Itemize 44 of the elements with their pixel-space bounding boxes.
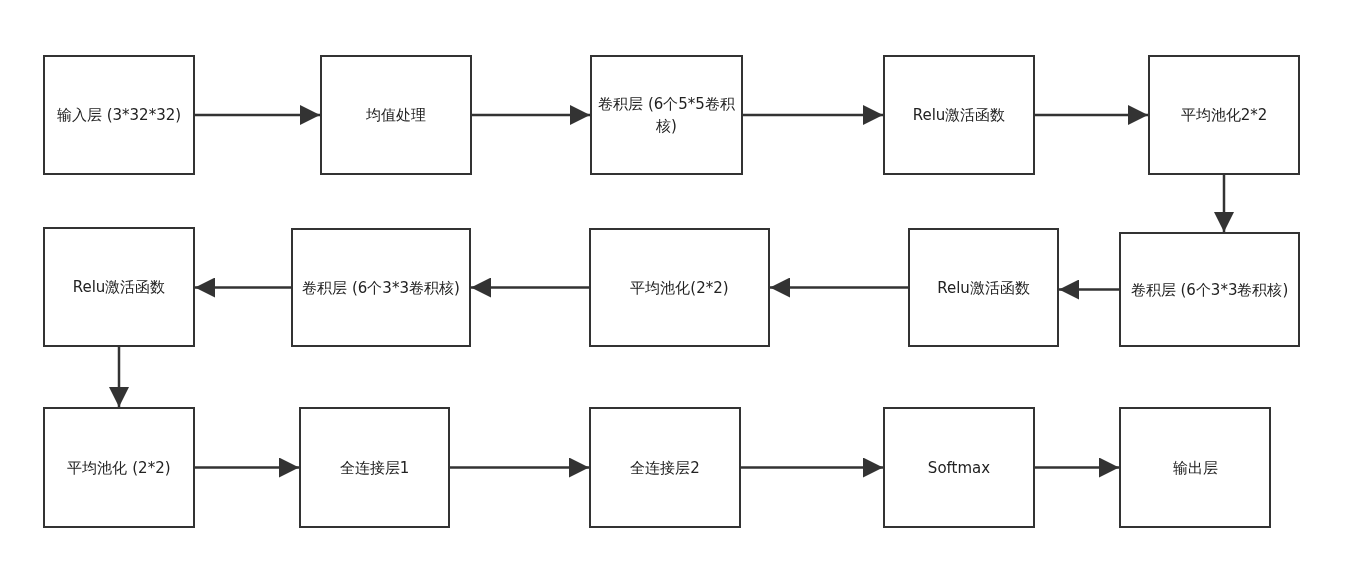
process-box	[320, 55, 472, 175]
arrow	[1035, 457, 1119, 478]
box-label: 均值处理	[365, 105, 427, 126]
box-label: 输出层	[1171, 457, 1219, 479]
box-label: Softmax	[926, 457, 992, 479]
process-box	[43, 407, 195, 528]
arrow	[195, 105, 320, 125]
box-label: 卷积层 (6个3*3卷积核)	[301, 277, 461, 299]
arrow	[741, 457, 883, 478]
arrow	[743, 105, 883, 125]
process-box	[590, 55, 743, 175]
box-label: 全连接层2	[629, 457, 701, 479]
arrow	[1059, 279, 1119, 300]
box-label: 卷积层 (6个5*5卷积核)	[597, 94, 736, 137]
box-label: 平均池化 (2*2)	[66, 457, 172, 479]
arrow	[1214, 175, 1234, 232]
process-box	[1148, 55, 1300, 175]
box-label: Relu激活函数	[911, 105, 1007, 126]
arrow	[195, 457, 299, 478]
arrow	[450, 457, 589, 478]
box-label: 全连接层1	[338, 457, 411, 479]
arrow	[109, 347, 129, 407]
box-label: 输入层 (3*32*32)	[55, 105, 183, 126]
process-box	[883, 407, 1035, 528]
box-label: Relu激活函数	[936, 277, 1031, 299]
process-box	[1119, 407, 1271, 528]
process-box	[1119, 232, 1300, 347]
arrow	[195, 277, 291, 298]
process-box	[291, 228, 471, 347]
arrow	[472, 105, 590, 125]
box-label: 平均池化2*2	[1179, 105, 1269, 126]
process-box	[589, 228, 770, 347]
process-box	[43, 55, 195, 175]
process-box	[299, 407, 450, 528]
process-box	[908, 228, 1059, 347]
arrow	[770, 277, 908, 298]
box-label: 平均池化(2*2)	[629, 277, 730, 299]
arrow	[1035, 105, 1148, 125]
box-label: Relu激活函数	[71, 277, 167, 298]
process-box	[43, 227, 195, 347]
process-box	[883, 55, 1035, 175]
arrow	[471, 277, 589, 298]
process-box	[589, 407, 741, 528]
box-label: 卷积层 (6个3*3卷积核)	[1129, 279, 1290, 301]
